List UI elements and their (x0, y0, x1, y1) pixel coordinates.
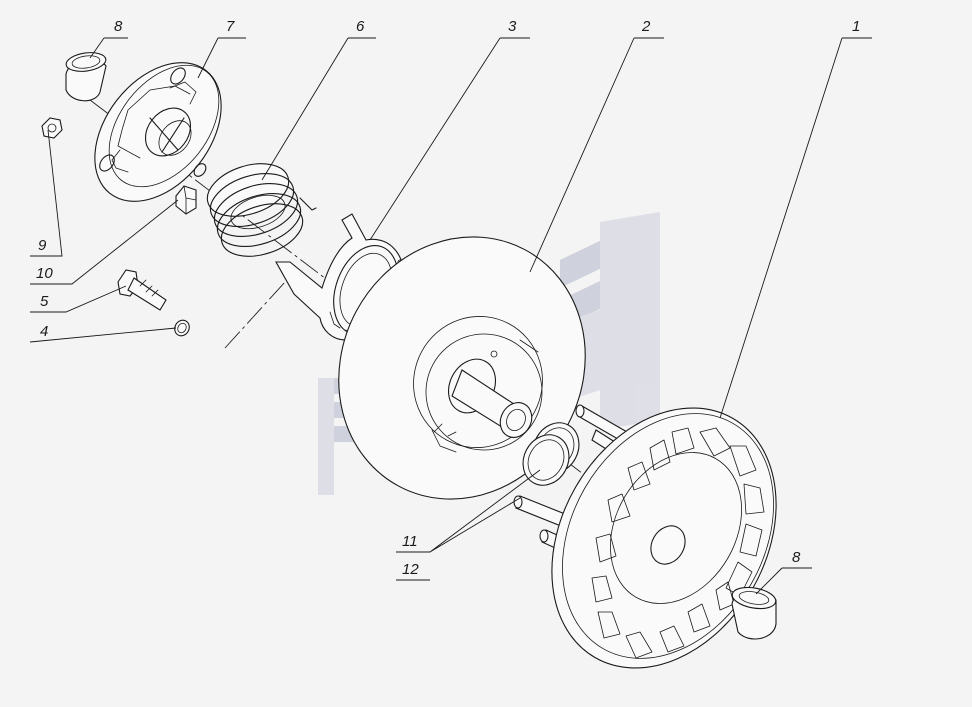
part-5-bolt (117, 269, 167, 311)
callout-8-top: 8 (114, 18, 123, 35)
part-10-roller (175, 185, 197, 215)
part-4-ring (174, 319, 190, 337)
callout-4: 4 (40, 323, 48, 340)
part-11-12-seals (522, 422, 580, 486)
part-1-fixed-disc (513, 404, 777, 669)
part-9-nut (41, 117, 63, 139)
leader-lines (29, 37, 872, 595)
callout-1: 1 (852, 18, 860, 35)
callout-9: 9 (38, 237, 47, 254)
callout-6: 6 (356, 18, 365, 35)
part-8-bushing-top (65, 52, 107, 102)
callout-labels: 8 7 6 3 2 1 9 10 5 4 11 12 8 (36, 18, 860, 578)
part-2-pulley-disc (338, 236, 586, 500)
callout-2: 2 (641, 18, 651, 35)
callout-8-bottom: 8 (792, 549, 801, 566)
part-7-cover-plate (94, 62, 222, 202)
part-6-spring (206, 163, 317, 257)
callout-3: 3 (508, 18, 517, 35)
callout-10: 10 (36, 265, 53, 282)
part-8-bushing-bottom (731, 586, 777, 640)
callout-5: 5 (40, 293, 49, 310)
callout-12: 12 (402, 561, 419, 578)
callout-7: 7 (226, 18, 235, 35)
callout-11: 11 (402, 533, 418, 550)
